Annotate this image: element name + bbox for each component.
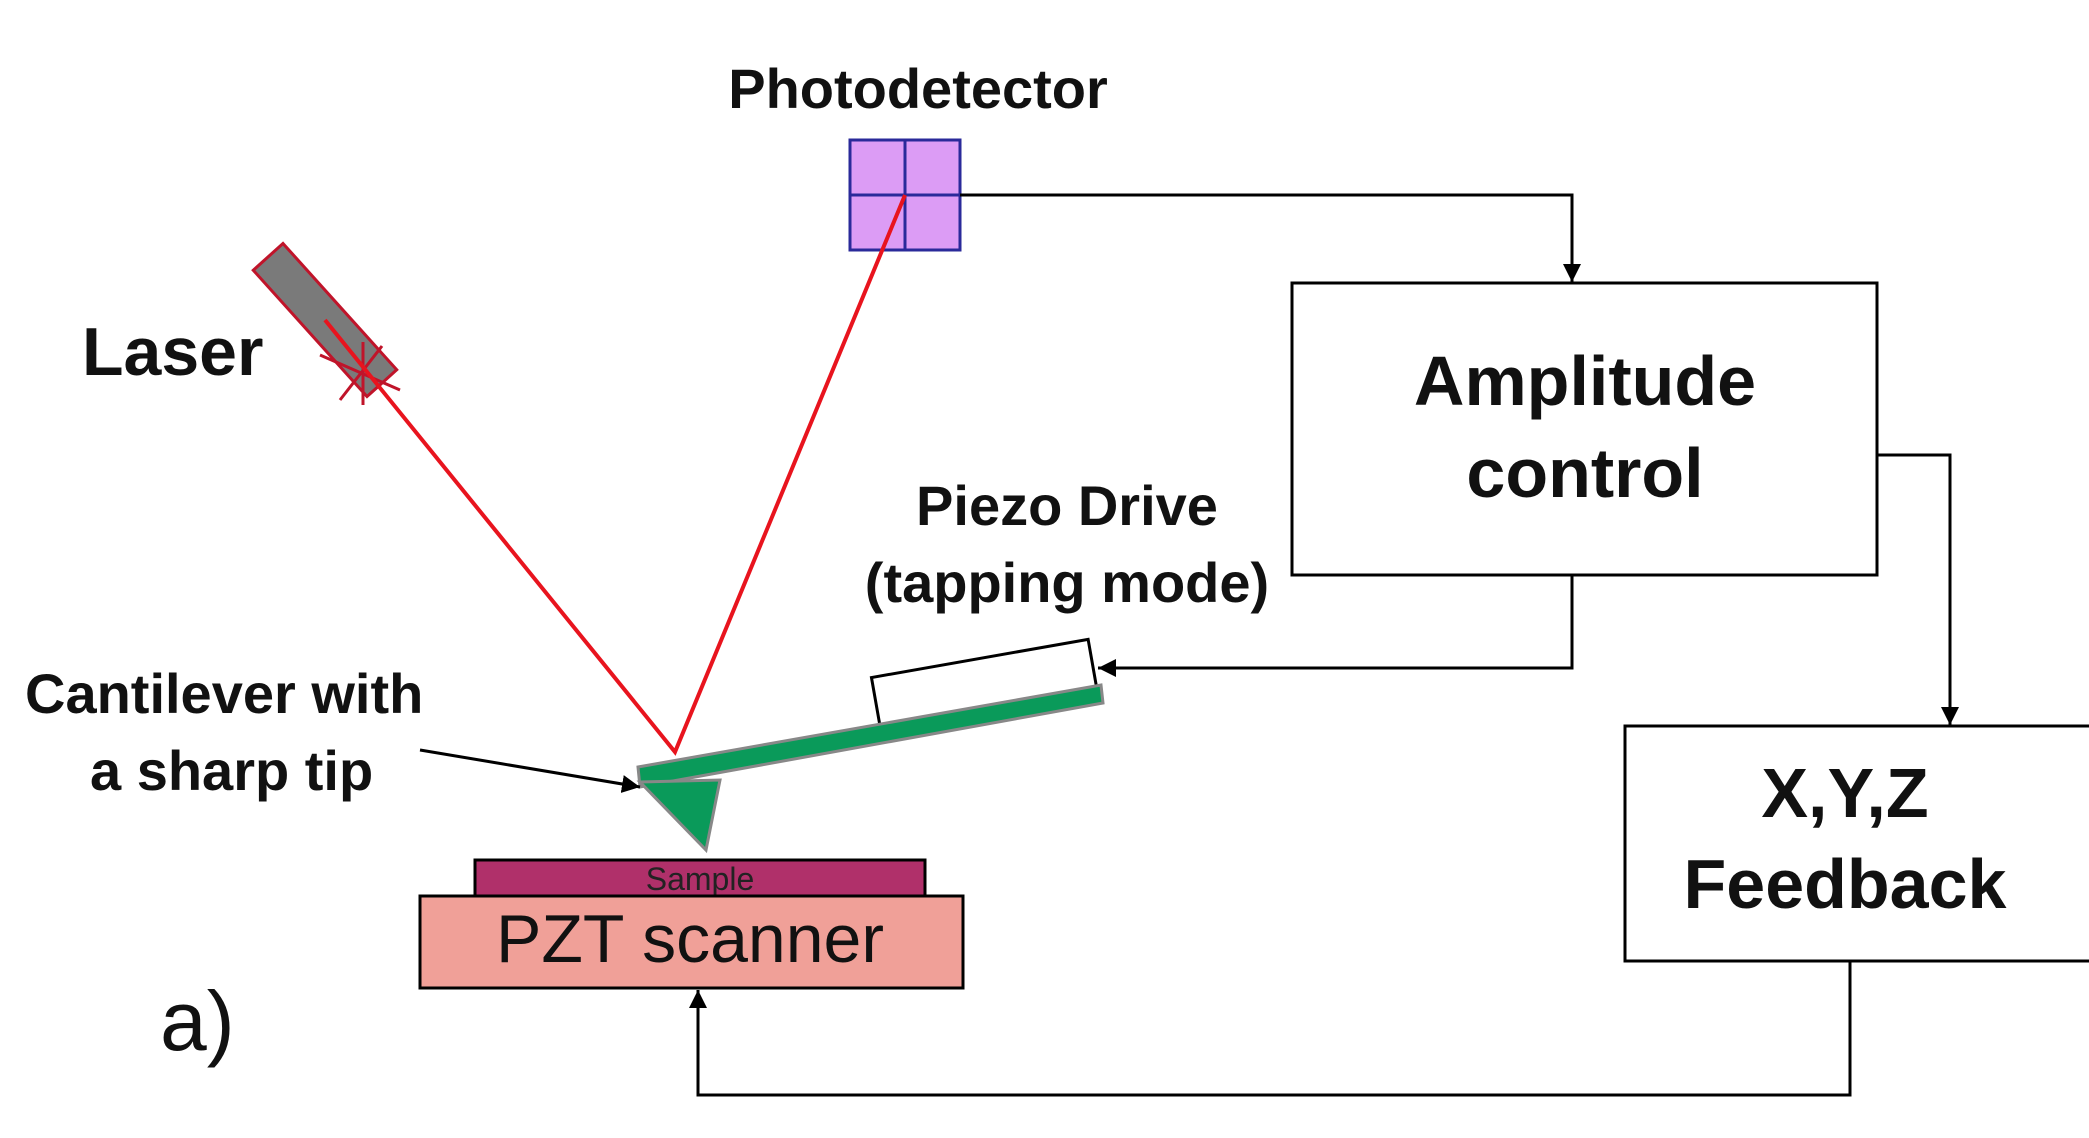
pzt-scanner-label: PZT scanner [496,901,884,977]
cantilever-label-line1: Cantilever with [25,662,423,725]
amplitude-control-box [1290,281,1879,577]
sample-label: Sample [646,861,755,897]
laser-beam [323,194,907,756]
photodetector-icon [848,138,962,252]
pzt-scanner [418,894,965,990]
panel-label: a) [160,974,235,1068]
signal-line-photodetector [960,193,1581,282]
signal-line-feedback-to-scanner [689,961,1852,1097]
feedback-label-line2: Feedback [1684,845,2007,923]
signal-line-amplitude-to-piezo [1098,575,1574,677]
feedback-label-line1: X,Y,Z [1761,754,1928,832]
laser-label: Laser [82,314,263,390]
photodetector-label: Photodetector [728,57,1108,120]
piezo-drive-label-line1: Piezo Drive [916,474,1218,537]
cantilever-pointer-arrow [419,748,641,793]
piezo-drive-label-line2: (tapping mode) [865,551,1269,614]
cantilever [636,683,1105,789]
cantilever-tip [636,778,722,854]
sample [473,858,927,898]
cantilever-label-line2: a sharp tip [90,739,373,802]
amplitude-control-label-line2: control [1466,434,1703,512]
amplitude-control-label-line1: Amplitude [1414,342,1756,420]
signal-line-amplitude-to-feedback [1877,453,1959,725]
feedback-box [1623,724,2089,963]
